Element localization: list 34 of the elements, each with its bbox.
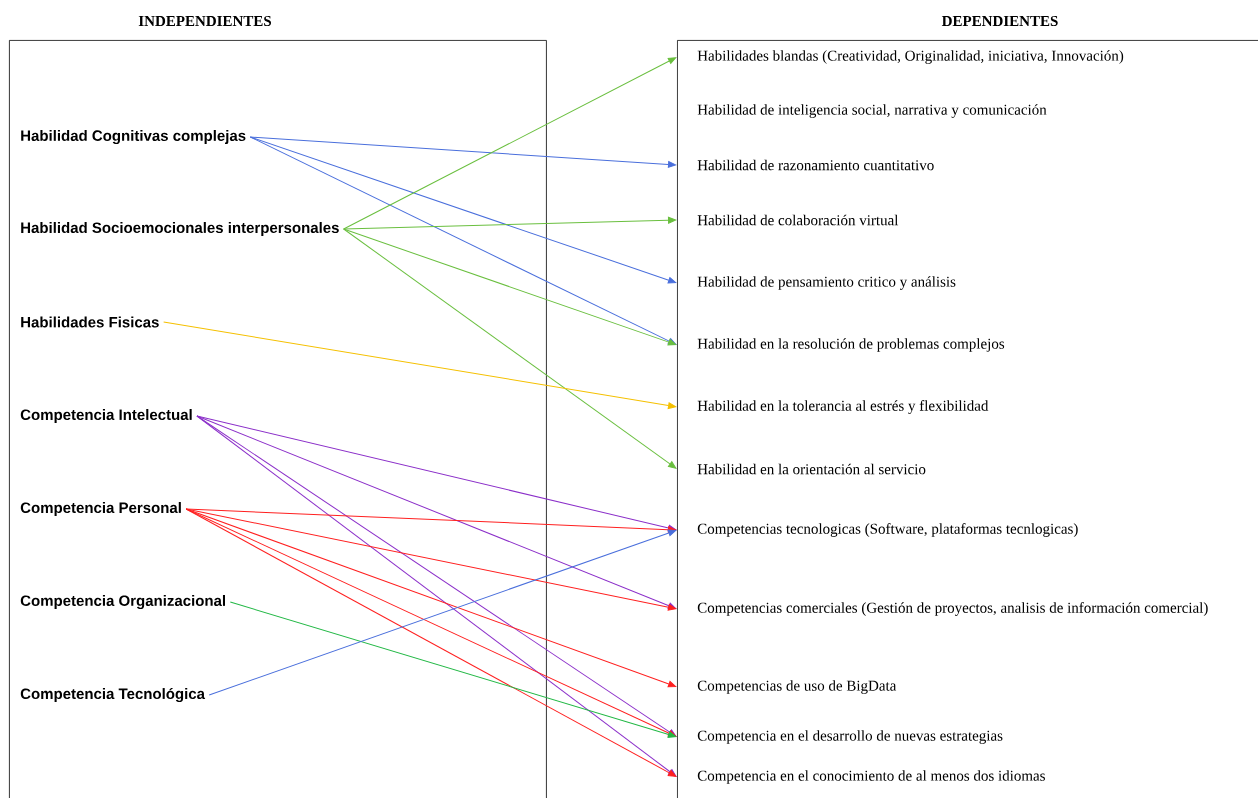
item-label: Habilidad en la resolución de problemas complejos [697,338,1005,352]
item-label: Habilidades blandas (Creatividad, Originalidad, iniciativa, Innovación) [697,50,1124,64]
item-label: Competencia en el conocimiento de al menos dos idiomas [697,770,1045,784]
item-label: Habilidad Cognitivas complejas [21,130,246,145]
item-label: Habilidad en la orientación al servicio [697,463,926,475]
arrow [343,57,677,230]
item-label: Habilidad en la tolerancia al estrés y flexibilidad [697,400,989,414]
arrow [343,228,677,469]
item-label: Competencia Personal [20,502,181,516]
arrow [249,136,677,345]
item-label: Habilidades Fisicas [21,316,159,328]
arrow [229,601,677,738]
item-label: Habilidad de pensamiento critico y análisis [697,276,956,290]
arrow [249,136,677,284]
item-label: Competencias de uso de BigData [697,680,897,694]
item-label: Competencia Intelectual [20,409,192,423]
item-label: Habilidad de colaboración virtual [697,214,899,226]
arrow [208,529,677,696]
item-label: Habilidad de razonamiento cuantitativo [697,159,934,171]
arrow [196,415,677,532]
column-heading: INDEPENDIENTES [138,15,272,27]
item-label: Competencias comerciales (Gestión de proyectos, analisis de información comercial) [697,602,1208,616]
item-label: Competencia Tecnológica [20,687,206,703]
arrow [196,415,677,610]
column-heading: DEPENDIENTES [941,15,1058,27]
arrow [343,216,677,230]
item-label: Competencia en el desarrollo de nuevas estrategias [697,730,1003,744]
arrow [249,136,677,168]
arrow [163,321,677,409]
arrow [343,228,677,346]
item-label: Competencia Organizacional [20,595,225,610]
item-label: Competencias tecnologicas (Software, plataformas tecnlogicas) [697,523,1078,537]
item-label: Habilidad Socioemocionales interpersonales [21,222,339,236]
item-label: Habilidad de inteligencia social, narrativa y comunicación [697,104,1047,118]
